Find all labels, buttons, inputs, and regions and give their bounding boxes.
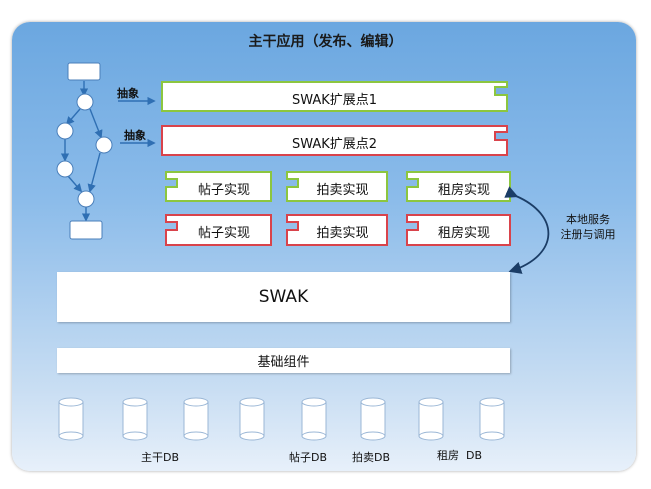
extension-point-1-label: SWAK扩展点1 xyxy=(291,93,378,108)
db-cylinder xyxy=(58,397,84,441)
impl-post-2: 帖子实现 xyxy=(197,226,250,241)
impl-row-2 xyxy=(165,214,511,246)
db-cylinder xyxy=(360,397,386,441)
flow-edge xyxy=(87,152,101,193)
swak-layer: SWAK xyxy=(57,272,510,322)
service-note-line2: 注册与调用 xyxy=(560,228,616,241)
impl-row-1 xyxy=(165,171,511,202)
flow-node xyxy=(95,136,113,154)
impl-rent-2: 租房实现 xyxy=(437,226,490,241)
service-note-line1: 本地服务 xyxy=(566,213,610,226)
flowchart xyxy=(60,81,103,222)
flow-edge xyxy=(89,108,103,139)
flowchart-nodes xyxy=(56,62,113,240)
db-cylinder xyxy=(301,397,327,441)
db-cylinder xyxy=(183,397,209,441)
flow-node xyxy=(77,190,95,208)
impl-box xyxy=(406,171,511,202)
db-cylinder xyxy=(418,397,444,441)
base-components: 基础组件 xyxy=(57,348,510,373)
flow-node xyxy=(56,160,74,178)
flow-node xyxy=(56,122,74,140)
impl-box xyxy=(286,214,388,246)
impl-box xyxy=(165,171,272,202)
service-arrow xyxy=(504,186,550,274)
flow-edge xyxy=(67,175,83,193)
impl-post-1: 帖子实现 xyxy=(197,183,250,198)
db-cylinder xyxy=(239,397,265,441)
extension-point-2 xyxy=(161,125,508,156)
impl-box xyxy=(165,214,272,246)
abstract-label-1: 抽象 xyxy=(117,87,139,100)
abstract-label-2: 抽象 xyxy=(124,129,146,142)
impl-auction-1: 拍卖实现 xyxy=(316,183,369,198)
extension-point-2-label: SWAK扩展点2 xyxy=(291,137,378,152)
db-label-post: 帖子DB xyxy=(289,451,328,464)
flow-end-node xyxy=(69,220,103,240)
db-label-auction: 拍卖DB xyxy=(352,451,391,464)
flow-edge xyxy=(65,108,81,126)
databases xyxy=(58,397,505,441)
db-label-rent: 租房 DB xyxy=(437,449,483,462)
db-label-main: 主干DB xyxy=(141,451,180,464)
flow-start-node xyxy=(67,62,101,81)
impl-auction-2: 拍卖实现 xyxy=(316,226,369,241)
diagram-title: 主干应用（发布、编辑） xyxy=(248,34,403,50)
db-cylinder xyxy=(479,397,505,441)
extension-point-1 xyxy=(161,81,508,112)
impl-rent-1: 租房实现 xyxy=(437,183,490,198)
flow-node xyxy=(76,93,94,111)
db-cylinder xyxy=(122,397,148,441)
impl-box xyxy=(286,171,388,202)
